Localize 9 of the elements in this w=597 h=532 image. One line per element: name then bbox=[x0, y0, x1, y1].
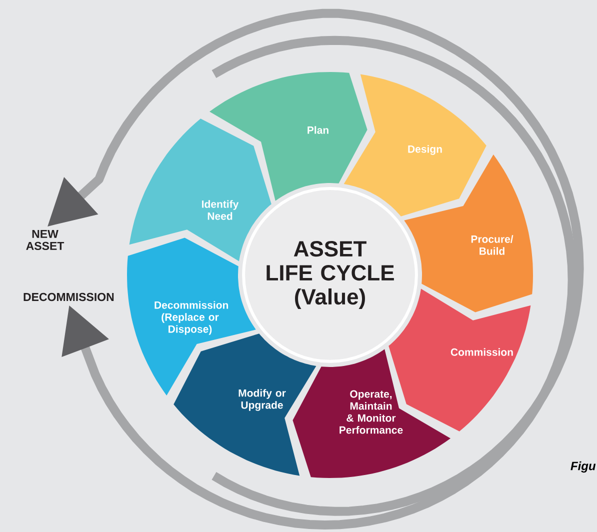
chevron-segment: Modify or Upgrade bbox=[174, 334, 316, 476]
chevron-segment: Procure/ Build bbox=[404, 154, 533, 312]
chevron-segment: Plan bbox=[210, 72, 368, 201]
caption-text: Figu bbox=[570, 461, 596, 473]
side-label: DECOMMISSION bbox=[24, 292, 114, 302]
side-label: NEW ASSET bbox=[26, 230, 64, 250]
chevron-segment: Identify Need bbox=[129, 118, 272, 262]
chevron-segment: Design bbox=[344, 74, 486, 216]
chevron-segment: Operate, Maintain & Monitor Performance bbox=[292, 349, 450, 478]
